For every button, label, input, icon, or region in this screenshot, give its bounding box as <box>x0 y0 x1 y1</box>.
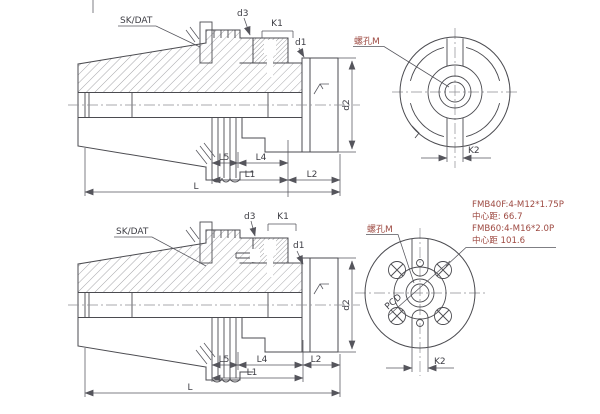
label-d3-upper: d3 <box>237 9 248 19</box>
label-k2-lower: K2 <box>434 357 446 367</box>
upper-shank-callout: SK/DAT <box>118 16 201 48</box>
notes-leader-line <box>445 247 556 267</box>
upper-k2-dimension: K2 <box>421 146 491 162</box>
label-pcd: PCD <box>383 292 404 312</box>
label-l1-lower: L1 <box>247 368 258 378</box>
label-l4-upper: L4 <box>256 153 267 163</box>
label-d2-lower: d2 <box>342 299 352 310</box>
lower-k2-dimension: K2 <box>386 348 454 372</box>
lower-dimensions: d3 K1 d1 d2 L5 L4 L2 L1 L <box>84 212 356 397</box>
label-l5-lower: L5 <box>219 355 230 365</box>
label-l-lower: L <box>187 383 192 393</box>
label-k1-lower: K1 <box>277 212 289 222</box>
label-l2-lower: L2 <box>311 355 322 365</box>
upper-dimensions: d3 K1 d1 d2 L5 L4 L1 L2 L <box>84 9 356 197</box>
upper-end-view: 螺孔M K2 <box>353 28 518 168</box>
note-line-1: FMB40F:4-M12*1.75P <box>472 200 564 210</box>
lower-side-view: SK/DAT d3 K1 d1 d2 L5 L4 L2 L1 <box>67 212 361 397</box>
label-shank-upper: SK/DAT <box>120 16 153 26</box>
lower-end-view: PCD 螺孔M K2 <box>355 224 487 376</box>
label-l5-upper: L5 <box>219 153 230 163</box>
label-d2-upper: d2 <box>342 99 352 110</box>
label-d1-upper: d1 <box>295 38 306 48</box>
note-line-2: 中心距: 66.7 <box>472 210 523 222</box>
upper-thread-hole-callout: 螺孔M <box>353 36 450 88</box>
label-k1-upper: K1 <box>271 19 283 29</box>
label-d1-lower: d1 <box>293 241 304 251</box>
label-l1-upper: L1 <box>245 170 256 180</box>
note-line-4: 中心距 101.6 <box>472 234 525 246</box>
label-l2-upper: L2 <box>307 170 318 180</box>
label-thread-hole-upper: 螺孔M <box>354 36 380 47</box>
label-d3-lower: d3 <box>244 212 255 222</box>
lower-thread-hole-callout: 螺孔M <box>366 224 415 284</box>
label-l4-lower: L4 <box>257 355 268 365</box>
note-line-3: FMB60:4-M16*2.0P <box>472 224 554 234</box>
lower-shank-callout: SK/DAT <box>114 227 207 267</box>
thread-spec-notes: FMB40F:4-M12*1.75P 中心距: 66.7 FMB60:4-M16… <box>445 200 564 267</box>
side-screw-detail <box>235 249 260 262</box>
label-k2-upper: K2 <box>468 146 480 156</box>
upper-side-view: SK/DAT d3 K1 d1 d2 L5 L4 L1 L2 L <box>67 0 361 197</box>
label-thread-hole-lower: 螺孔M <box>367 224 393 235</box>
label-l-upper: L <box>193 182 198 192</box>
label-shank-lower: SK/DAT <box>116 227 149 237</box>
